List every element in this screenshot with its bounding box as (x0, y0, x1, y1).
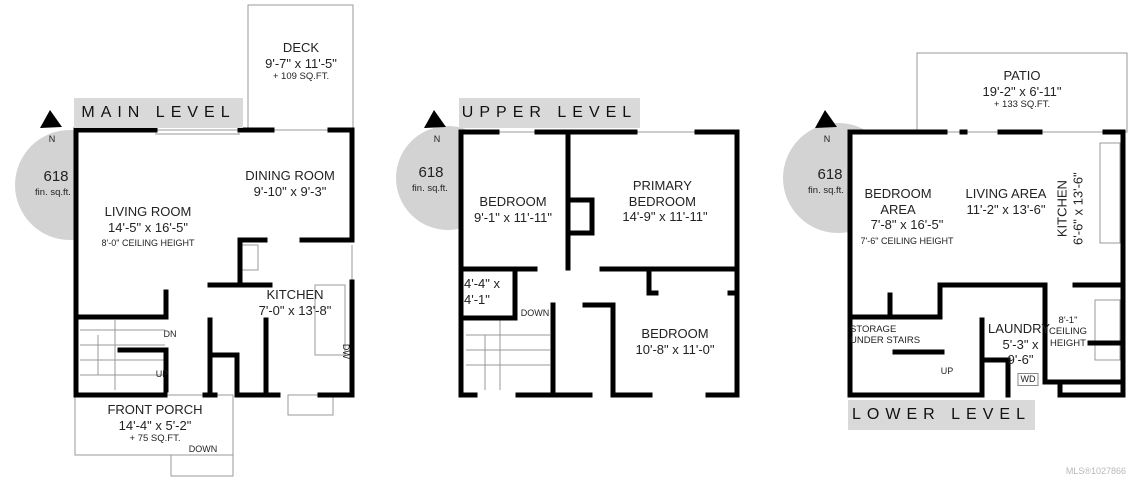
dishwasher-label: DW (340, 343, 351, 359)
stairs-dn-label: DN (163, 329, 177, 339)
room-name: KITCHEN (1054, 180, 1070, 238)
lower-area-unit: fin. sq.ft. (808, 185, 844, 196)
room-name: DINING ROOM (245, 168, 335, 183)
room-name: DECK (282, 40, 320, 55)
dining-room-label: DINING ROOM 9'-10" x 9'-3" (245, 168, 335, 199)
upper-area-value: 618 (418, 164, 444, 181)
room-dims: 14'-9" x 11'-11" (622, 209, 708, 225)
ceiling-height: 8'-0" CEILING HEIGHT (101, 238, 195, 249)
kitchen-label: KITCHEN 7'-0" x 13'-8" (259, 287, 332, 318)
room-name: KITCHEN (266, 287, 324, 302)
north-arrow-icon (424, 110, 446, 128)
room-name: LIVING AREA (965, 186, 1047, 201)
lower-area-value: 618 (817, 166, 843, 183)
bedroom-label: BEDROOM 9'-1" x 11'-11" (474, 194, 552, 225)
storage-label: STORAGE UNDER STAIRS (850, 324, 921, 347)
lower-level-banner: LOWER LEVEL (848, 400, 1035, 430)
closet-dims: 4'-4" x 4'-1" (464, 276, 500, 307)
room-dims: 9'-7" x 11'-5" (265, 55, 337, 71)
room-dims: 11'-2" x 13'-6" (966, 201, 1046, 217)
main-stairs (80, 320, 165, 390)
room-dims: 9'-1" x 11'-11" (473, 209, 553, 225)
stairs-down-label: DOWN (520, 308, 550, 318)
room-name: PATIO (1003, 68, 1041, 83)
room-extra-area: + 133 SQ.FT. (993, 99, 1051, 111)
room-dims: 7'-0" x 13'-8" (258, 302, 332, 318)
room-name: LAUNDRY (988, 321, 1050, 336)
primary-bedroom-label: PRIMARY BEDROOM 14'-9" x 11'-11" (622, 178, 707, 225)
bedroom-label: BEDROOM 10'-8" x 11'-0" (636, 326, 715, 357)
room-dims: 19'-2" x 6'-11" (982, 83, 1062, 99)
stairs-up-label: UP (940, 366, 954, 376)
room-dims: 9'-10" x 9'-3" (253, 183, 327, 199)
room-name: BEDROOM (479, 194, 547, 209)
deck-label: DECK 9'-7" x 11'-5" + 109 SQ.FT. (265, 40, 337, 83)
room-extra-area: + 75 SQ.FT. (129, 433, 181, 445)
room-name: FRONT PORCH (107, 402, 203, 417)
washer-dryer-label: WD (1017, 373, 1039, 386)
kitchen-label: KITCHEN 6'-6" x 13'-6" (1054, 172, 1085, 245)
front-porch-label: FRONT PORCH 14'-4" x 5'-2" + 75 SQ.FT. (107, 402, 202, 445)
upper-area-unit: fin. sq.ft. (412, 183, 448, 194)
stairs-up-label: UP (155, 369, 169, 379)
room-name: BEDROOM AREA (864, 186, 932, 217)
room-dims: 5'-3" x 9'-6" (1002, 336, 1039, 368)
room-dims: 6'-6" x 13'-6" (1070, 172, 1085, 245)
room-dims: 7'-8" x 16'-5" (870, 217, 944, 233)
room-dims: 14'-4" x 5'-2" (118, 417, 192, 433)
mls-watermark: MLS®1027866 (1065, 466, 1126, 476)
porch-down-label: DOWN (188, 444, 218, 454)
bedroom-area-label: BEDROOM AREA 7'-8" x 16'-5" 7'-6" CEILIN… (861, 186, 954, 247)
north-label: N (433, 134, 441, 144)
room-dims: 14'-5" x 16'-5" (108, 219, 188, 235)
room-dims: 10'-8" x 11'-0" (635, 341, 715, 357)
bath-ceiling-height: 8'-1" CEILING HEIGHT (1048, 315, 1087, 349)
ceiling-height: 7'-6" CEILING HEIGHT (860, 235, 954, 246)
patio-label: PATIO 19'-2" x 6'-11" + 133 SQ.FT. (983, 68, 1062, 111)
living-area-label: LIVING AREA 11'-2" x 13'-6" (966, 186, 1047, 217)
north-arrow-icon (815, 110, 837, 128)
upper-level-banner: UPPER LEVEL (459, 98, 640, 128)
north-label: N (48, 134, 56, 144)
room-name: LIVING ROOM (104, 204, 192, 219)
living-room-label: LIVING ROOM 14'-5" x 16'-5" 8'-0" CEILIN… (102, 204, 195, 249)
north-arrow-icon (40, 110, 62, 128)
laundry-label: LAUNDRY 5'-3" x 9'-6" (988, 321, 1050, 368)
main-area-unit: fin. sq.ft. (35, 187, 71, 198)
main-level-banner: MAIN LEVEL (74, 98, 243, 128)
room-extra-area: + 109 SQ.FT. (272, 71, 330, 83)
porch-steps (170, 454, 234, 477)
upper-stairs (466, 320, 550, 390)
room-name: BEDROOM (641, 326, 709, 341)
room-name: PRIMARY BEDROOM (628, 178, 696, 209)
north-label: N (823, 134, 831, 144)
main-area-value: 618 (43, 168, 69, 185)
